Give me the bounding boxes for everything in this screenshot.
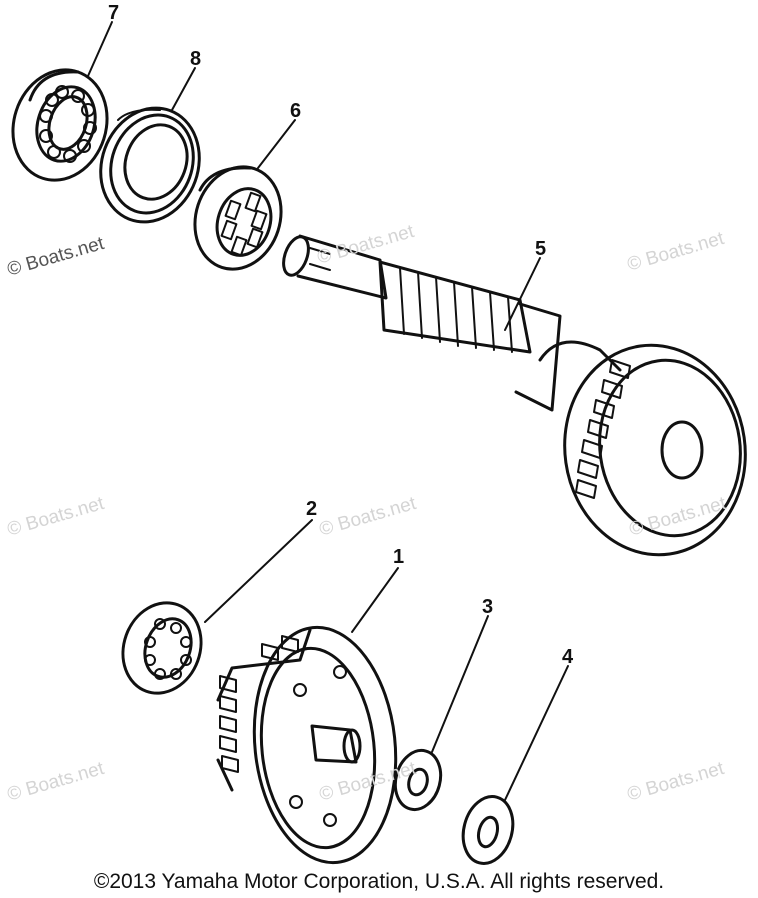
callout-2: 2 — [306, 498, 318, 520]
copyright-notice: ©2013 Yamaha Motor Corporation, U.S.A. A… — [93, 870, 665, 893]
part-2-ball-bearing — [121, 601, 203, 695]
part-3-washer — [393, 748, 443, 812]
callout-3: 3 — [482, 596, 494, 618]
callout-5: 5 — [535, 238, 547, 260]
callout-7: 7 — [108, 2, 120, 24]
part-5-main-shaft — [282, 234, 747, 557]
callout-4: 4 — [562, 646, 574, 668]
leader-line-5 — [504, 257, 541, 331]
leader-line-3 — [431, 615, 489, 753]
leader-line-8 — [171, 67, 196, 111]
part-7-ball-bearing — [11, 68, 109, 182]
part-1-gear — [216, 625, 398, 865]
callout-6: 6 — [290, 100, 302, 122]
leader-lines — [87, 21, 569, 801]
leader-line-6 — [257, 119, 296, 169]
callout-1: 1 — [393, 546, 405, 568]
part-6-needle-bearing — [193, 165, 283, 271]
leader-line-7 — [87, 21, 113, 77]
part-4-washer — [461, 795, 515, 865]
part-8-oil-seal — [99, 106, 201, 224]
leader-line-2 — [204, 519, 313, 623]
leader-line-1 — [351, 567, 399, 633]
callout-8: 8 — [190, 48, 202, 70]
leader-line-4 — [504, 665, 569, 801]
